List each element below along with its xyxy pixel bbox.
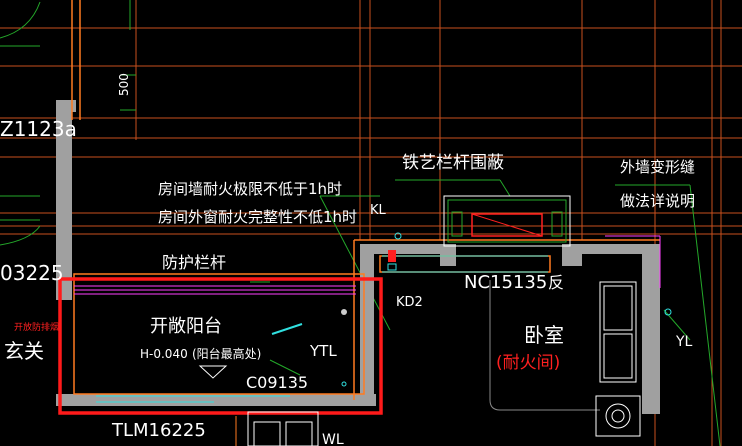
fire-wall-note: 房间墙耐火极限不低于1h时 xyxy=(158,180,342,198)
ext-wall-note-2: 做法详说明 xyxy=(620,192,695,210)
balcony-highlight-box[interactable] xyxy=(58,277,383,415)
code-03225-label: 03225 xyxy=(0,261,64,285)
ext-wall-note-1: 外墙变形缝 xyxy=(620,158,695,176)
iron-railing-enclosure xyxy=(443,195,571,247)
wall-outlines xyxy=(71,0,660,400)
bedroom-label: 卧室 xyxy=(524,323,564,347)
nc-window-label: NC15135 xyxy=(464,272,547,293)
balcony-elevation-label: H-0.040 xyxy=(140,347,188,361)
bottom-fixtures xyxy=(235,411,319,446)
balcony-elevation-note: (阳台最高处) xyxy=(192,346,261,361)
guardrail-lines xyxy=(74,235,661,295)
door-tlm-label: TLM16225 xyxy=(111,420,206,441)
guardrail-label: 防护栏杆 xyxy=(162,253,226,272)
kd2-label: KD2 xyxy=(396,295,423,310)
wl-label: WL xyxy=(322,432,344,446)
door-z1123-label: Z1123a xyxy=(0,117,77,141)
window-c-label: C09135 xyxy=(246,373,308,392)
ytl-left-label: YTL xyxy=(309,342,337,360)
kl-label: KL xyxy=(370,203,387,218)
fire-entry-small-label: 开放防排烟 xyxy=(14,321,59,333)
fire-window-note: 房间外窗耐火完整性不低1h时 xyxy=(158,208,357,226)
markers xyxy=(198,232,672,387)
dim-500-label: 500 xyxy=(117,73,131,96)
xuanguan-label: 玄关 xyxy=(4,339,44,363)
fan-label: 反 xyxy=(548,273,564,292)
bedroom-furniture xyxy=(489,280,641,437)
window-lines xyxy=(96,255,548,403)
open-balcony-label: 开敞阳台 xyxy=(150,316,222,337)
refuge-room-label: (耐火间) xyxy=(496,353,560,373)
iron-railing-label: 铁艺栏杆围蔽 xyxy=(402,153,504,173)
ytl-right-label: YL xyxy=(675,334,693,350)
